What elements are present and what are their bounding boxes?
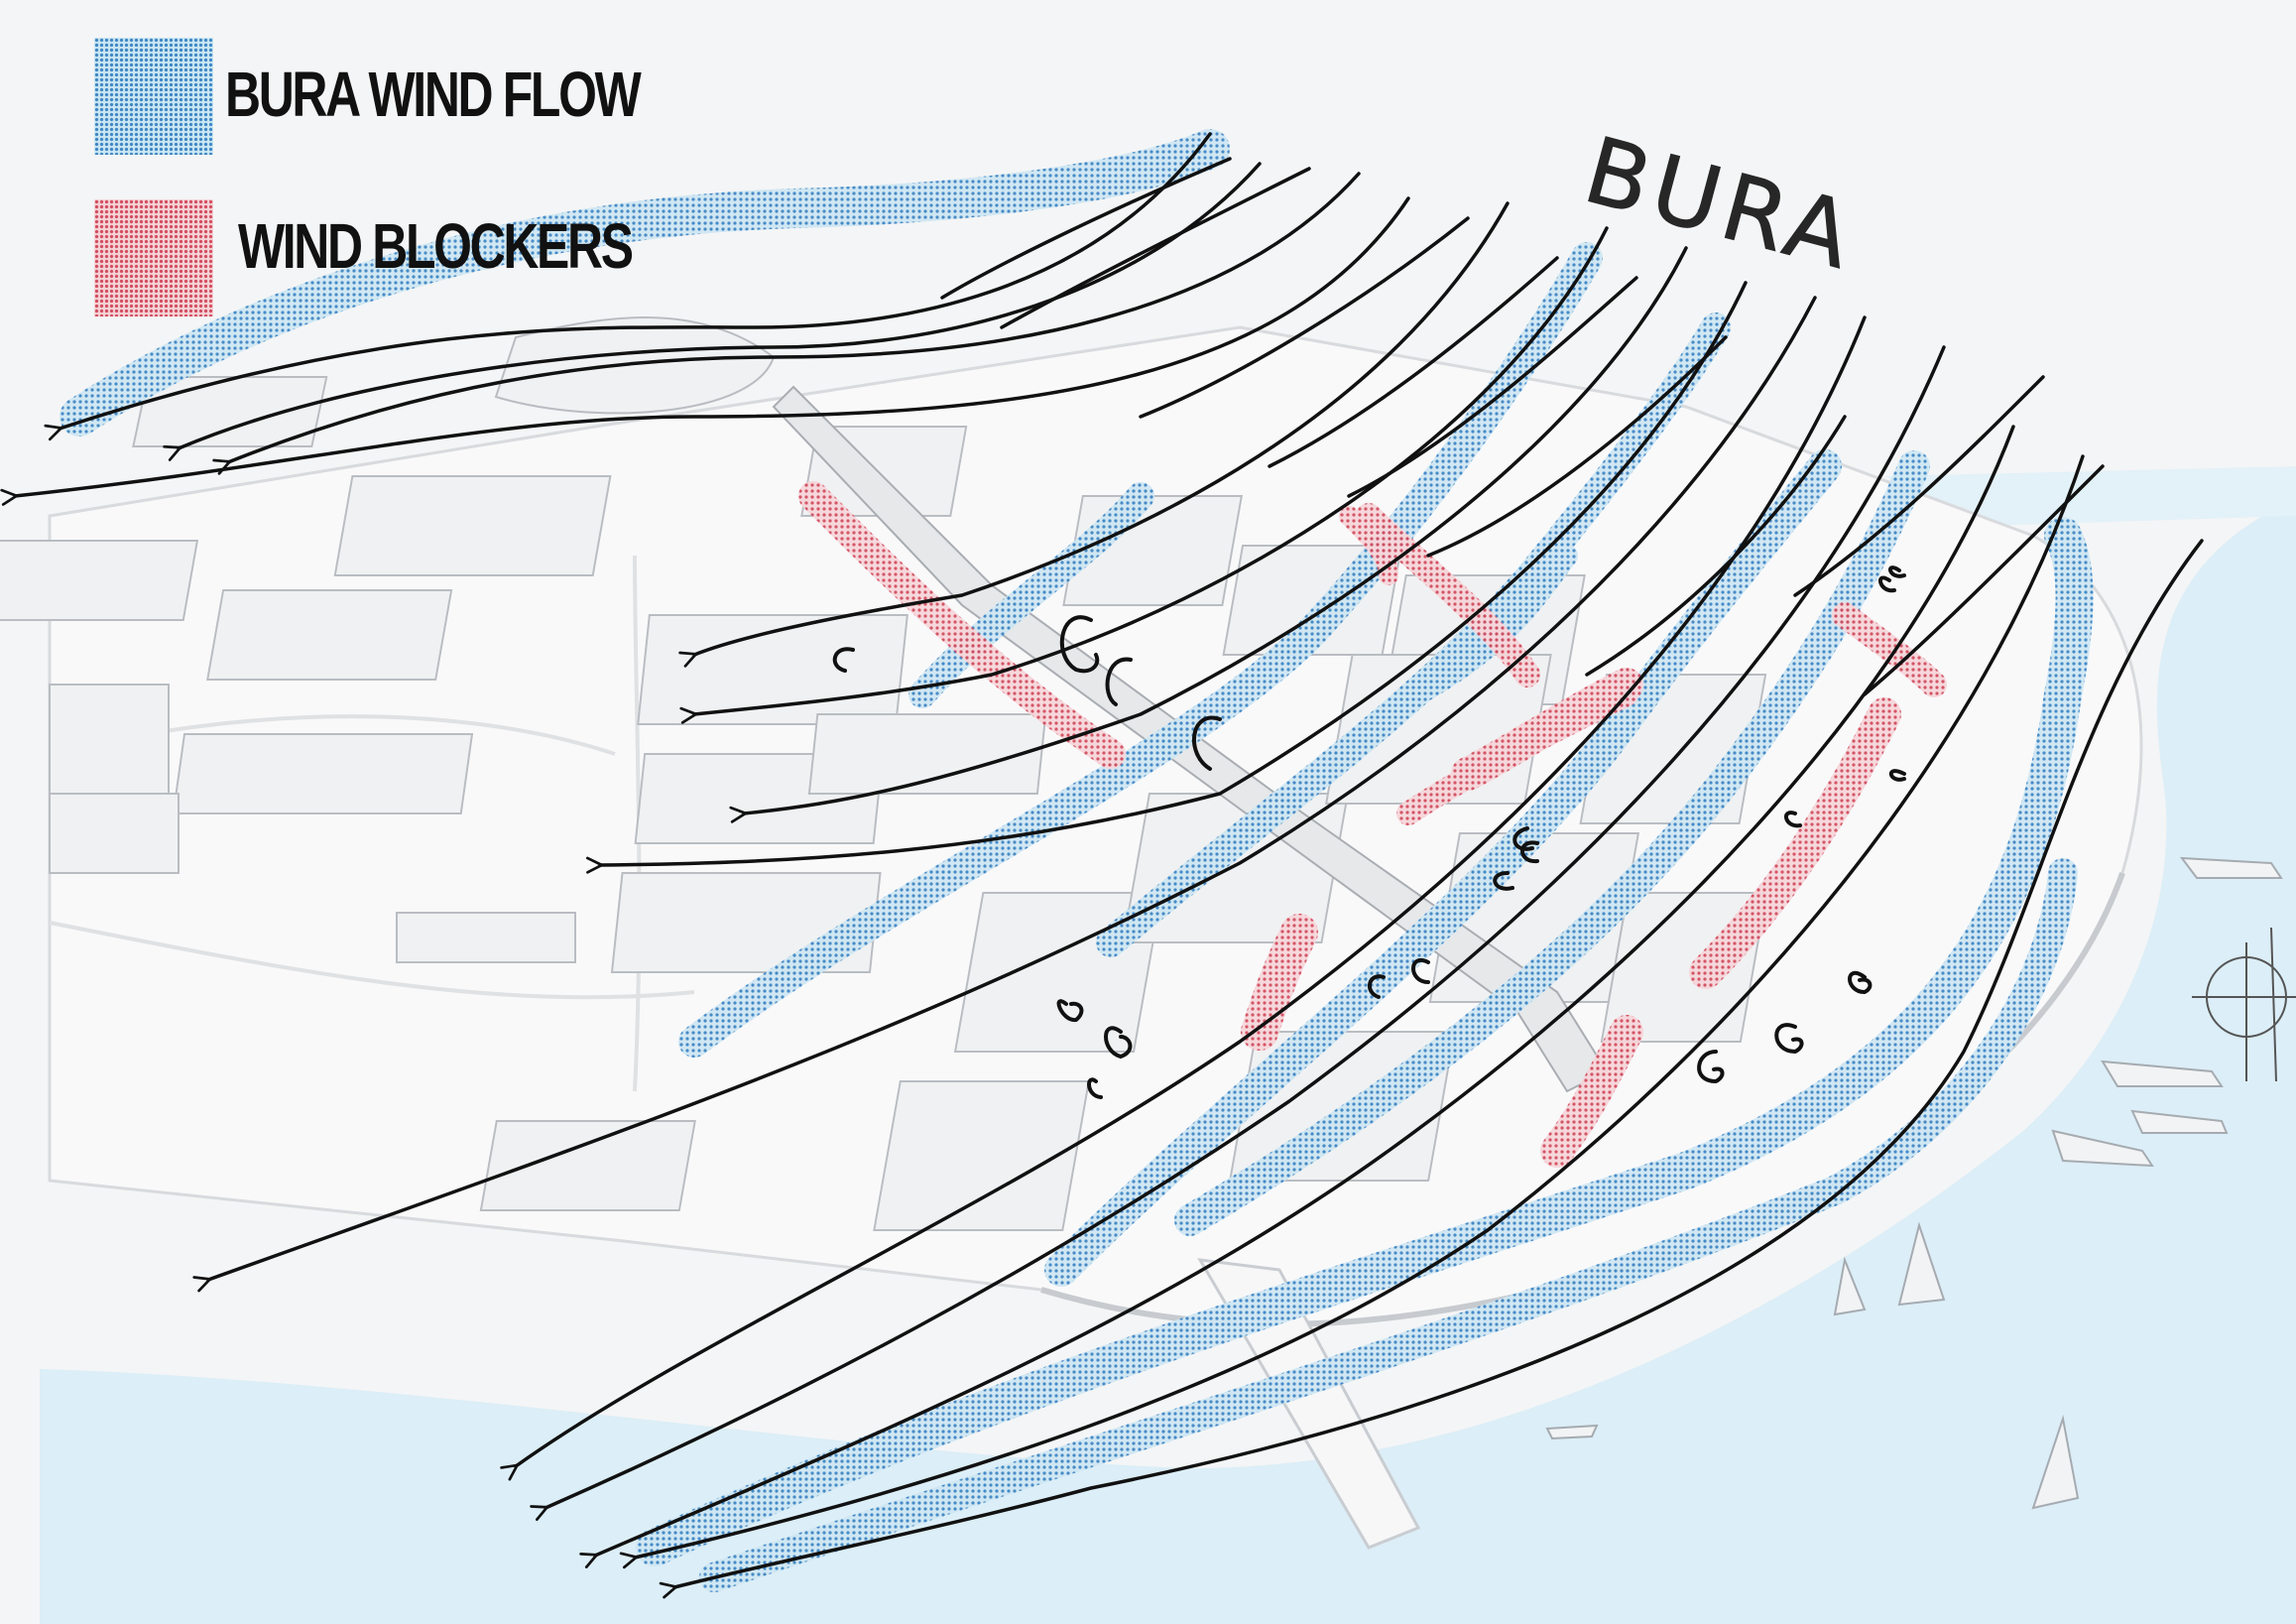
legend-item-wind-blockers: WIND BLOCKERS <box>94 199 650 318</box>
boats <box>1545 856 2283 1510</box>
legend-label-wind-flow: BURA WIND FLOW <box>225 59 642 130</box>
upper-sea <box>1884 466 2296 526</box>
wind-flow-swatch <box>94 38 213 155</box>
legend: BURA WIND FLOW WIND BLOCKERS <box>94 38 650 325</box>
legend-label-wind-blockers: WIND BLOCKERS <box>238 210 634 282</box>
wind-streamlines <box>15 132 2204 1587</box>
wind-blocker-zones <box>798 481 1947 1168</box>
turbulence-swirls <box>832 565 1906 1099</box>
sea-area <box>40 496 2296 1624</box>
compass-rose <box>2192 927 2296 1082</box>
legend-item-wind-flow: BURA WIND FLOW <box>94 38 650 157</box>
wind-flow-zones <box>60 129 2094 1592</box>
wind-blockers-swatch <box>94 199 213 316</box>
